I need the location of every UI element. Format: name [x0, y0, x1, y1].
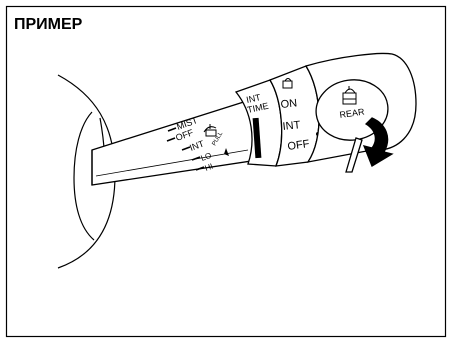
lever-shaft — [92, 100, 258, 185]
rear-ring-int: INT — [282, 119, 301, 133]
rear-ring-on: ON — [280, 97, 298, 111]
heading: ПРИМЕР — [14, 16, 83, 33]
